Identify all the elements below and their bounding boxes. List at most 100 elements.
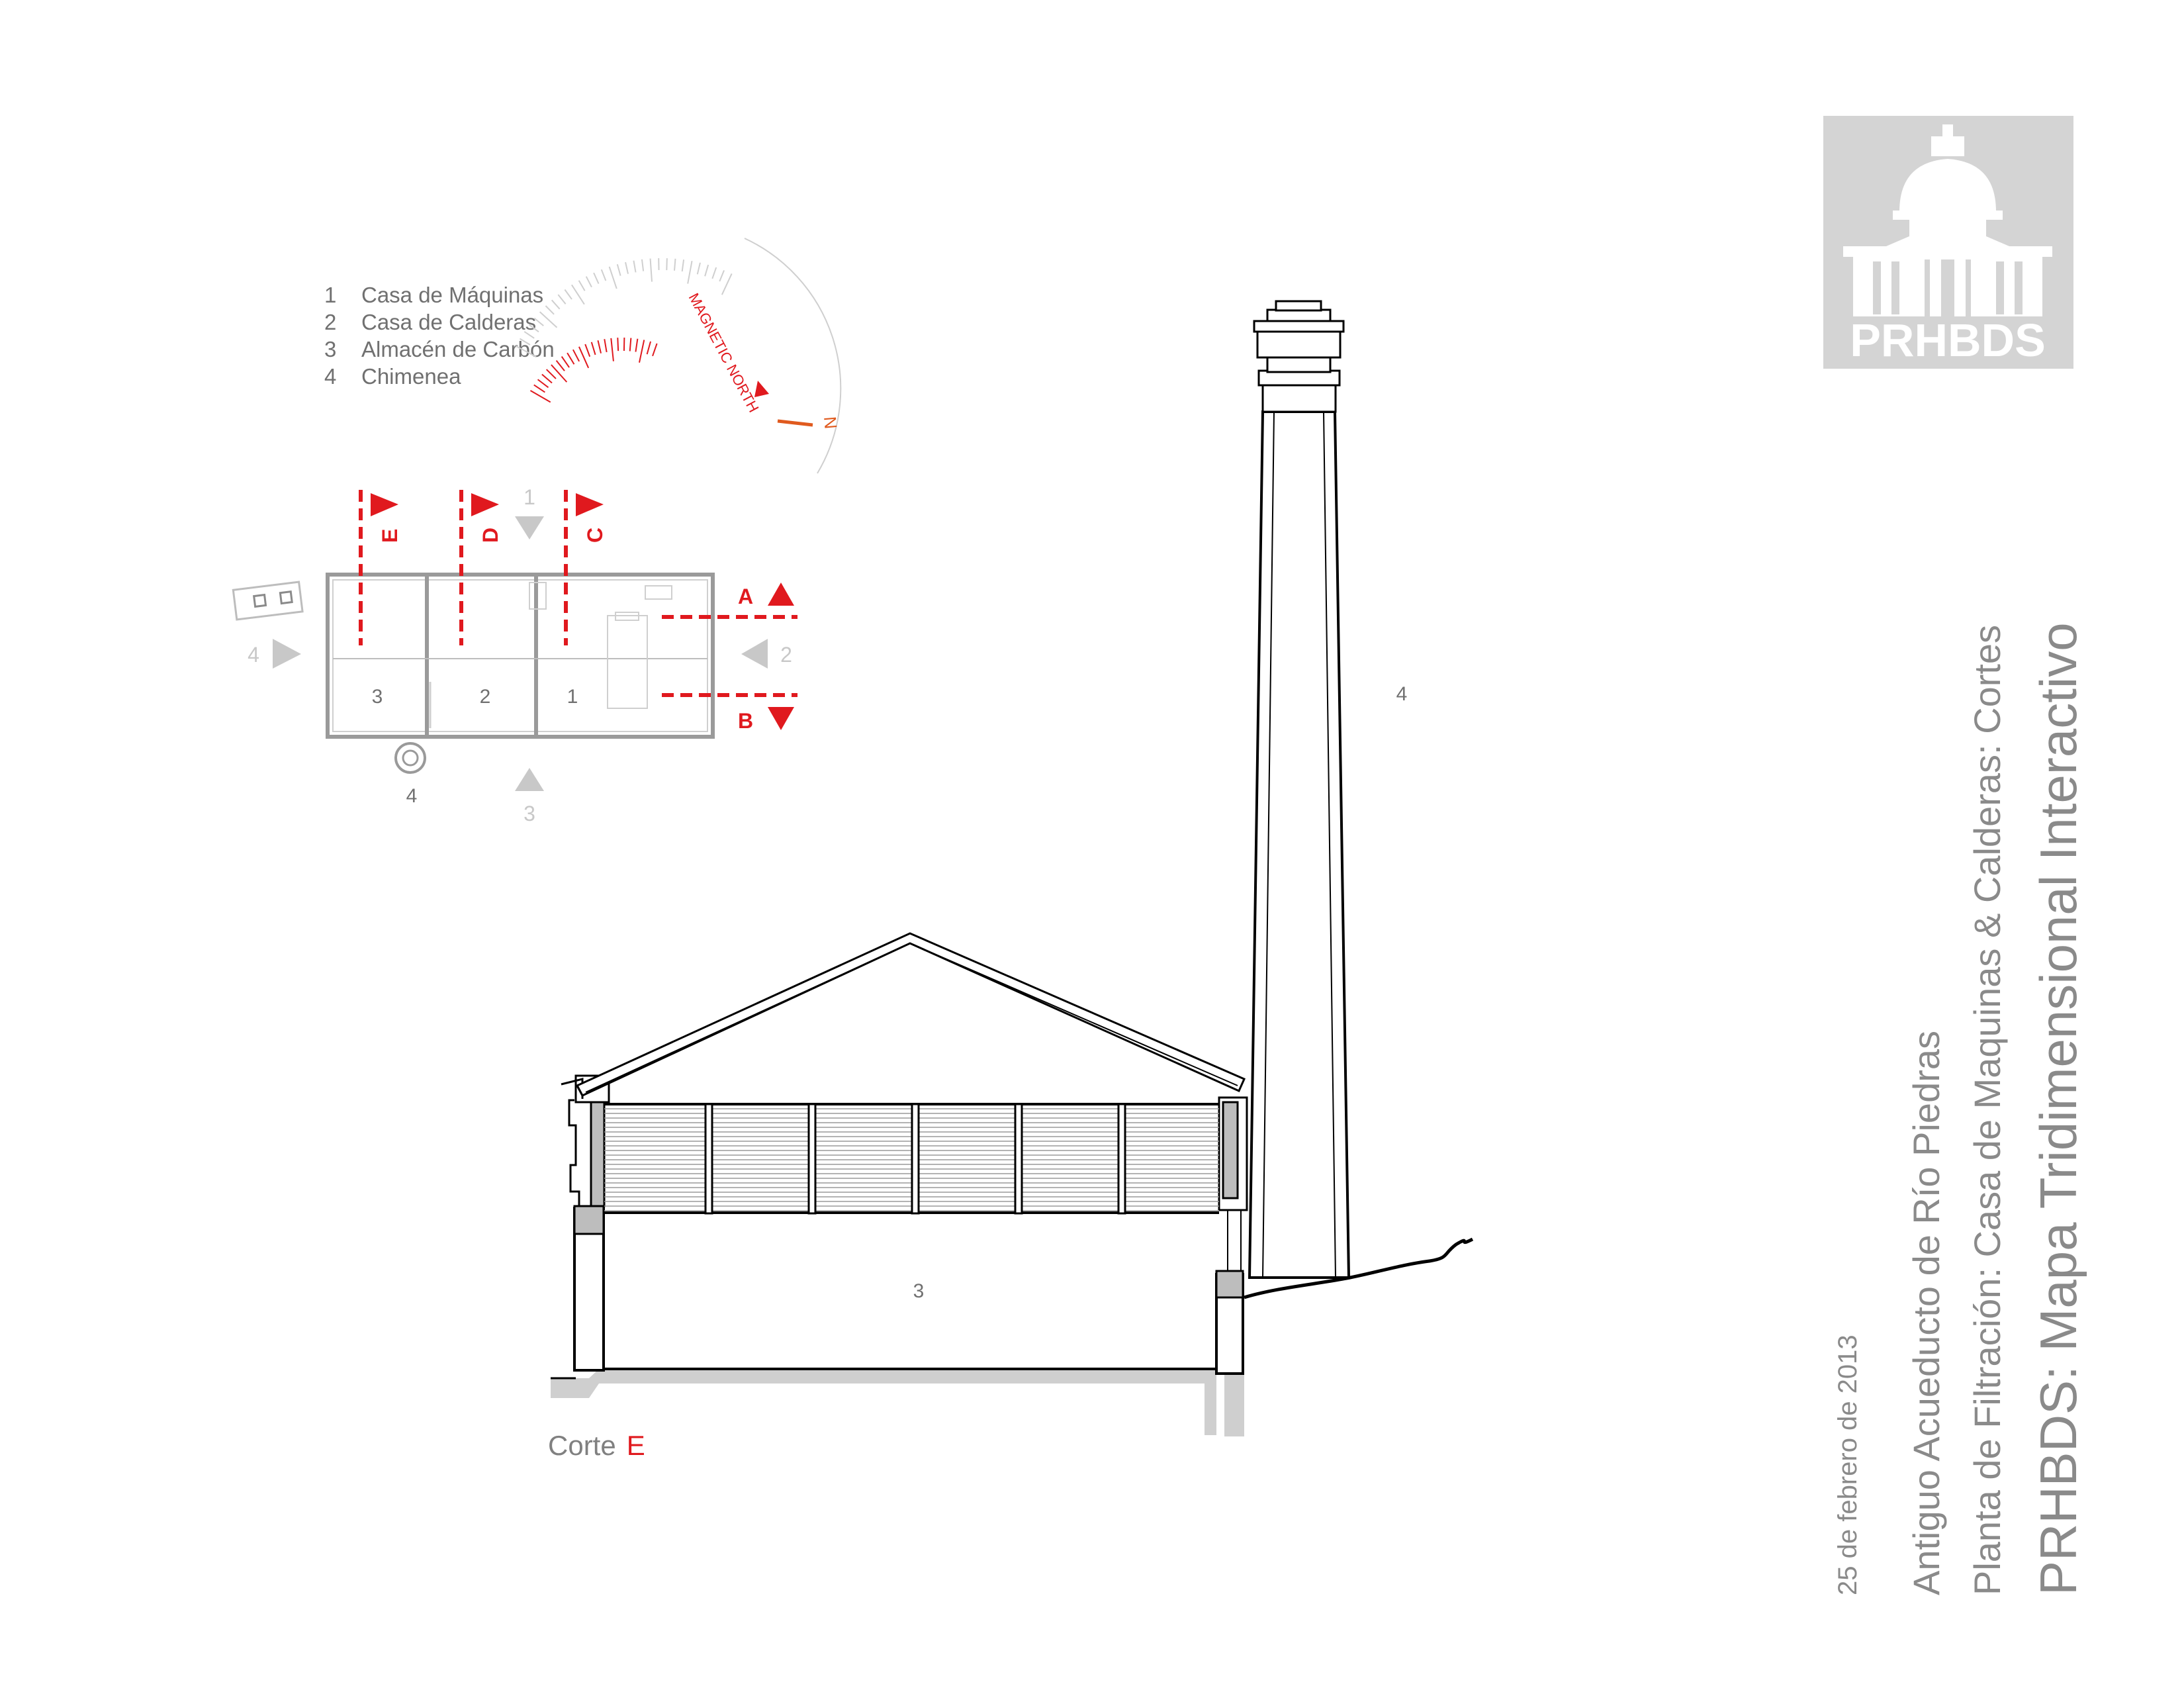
- outbuilding: [232, 581, 304, 621]
- compass-tick-magnetic: [555, 359, 565, 371]
- compass-tick: [608, 266, 617, 289]
- svg-text:C: C: [583, 528, 607, 543]
- section-marker-d: D: [471, 493, 502, 543]
- svg-text:2: 2: [780, 643, 792, 667]
- compass-tick: [600, 269, 607, 281]
- key-plan: 3 2 1 4 E D C A B: [232, 485, 797, 825]
- compass-arc: [744, 238, 842, 474]
- compass-tick: [564, 289, 572, 300]
- legend-label: Casa de Máquinas: [361, 283, 544, 307]
- compass-tick: [625, 261, 629, 274]
- truss-post: [911, 1103, 920, 1215]
- compass-ticks: [515, 258, 733, 403]
- terrain-line: [1244, 1237, 1474, 1299]
- compass-tick: [523, 331, 535, 339]
- section-drawing: 3 4: [551, 300, 1474, 1436]
- truss-posts: [704, 1103, 1126, 1215]
- title-date: 25 de febrero de 2013: [1833, 1335, 1862, 1595]
- svg-text:B: B: [738, 709, 753, 733]
- compass-tick: [681, 259, 685, 272]
- svg-text:A: A: [738, 585, 753, 608]
- compass-tick-magnetic: [610, 338, 614, 361]
- legend-num: 2: [324, 310, 337, 334]
- legend-item: 1 Casa de Máquinas: [324, 281, 555, 308]
- compass-tick: [704, 264, 709, 277]
- compass-tick: [696, 262, 701, 275]
- svg-text:1: 1: [523, 485, 535, 509]
- svg-text:3: 3: [523, 802, 535, 825]
- compass-tick-magnetic: [567, 352, 575, 365]
- compass-tick: [721, 273, 733, 295]
- legend-label: Casa de Calderas: [361, 310, 537, 334]
- compass-tick: [687, 261, 693, 284]
- section-marker-c: C: [576, 493, 607, 543]
- compass-tick-magnetic: [572, 349, 580, 362]
- compass-tick: [641, 259, 645, 271]
- logo-text: PRHBDS: [1850, 314, 2046, 366]
- compass-tick-magnetic: [617, 338, 619, 352]
- legend-num: 3: [324, 337, 337, 361]
- compass-tick: [585, 276, 592, 288]
- svg-text:D: D: [478, 528, 502, 543]
- compass-tick: [519, 338, 531, 346]
- compass-tick: [551, 299, 561, 310]
- ground-slab: [551, 1369, 1216, 1435]
- compass-tick-magnetic: [584, 344, 591, 357]
- title-line-3: PRHBDS: Mapa Tridimensional Interactivo: [2029, 622, 2087, 1595]
- compass-tick: [666, 258, 668, 271]
- compass-tick-magnetic: [604, 339, 608, 353]
- legend-num: 1: [324, 283, 337, 307]
- view-arrow-4: 4: [248, 639, 301, 669]
- compass-tick-magnetic: [635, 338, 639, 352]
- compass-tick: [528, 324, 539, 333]
- compass-tick-magnetic: [590, 342, 596, 355]
- view-arrow-2: 2: [741, 639, 792, 669]
- section-caption-letter: E: [626, 1430, 645, 1461]
- section-marker-b: B: [738, 707, 794, 733]
- compass-tick-magnetic: [639, 340, 645, 363]
- chimney: [1248, 300, 1351, 1279]
- compass-tick-magnetic: [652, 343, 658, 357]
- plan-chimney-label: 4: [406, 785, 418, 807]
- compass-magnetic-label: MAGNETIC NORTH: [686, 291, 762, 415]
- plan-room-label: 2: [480, 686, 491, 708]
- compass-tick: [674, 258, 676, 271]
- compass-tick-magnetic: [533, 384, 545, 393]
- compass-tick: [616, 263, 621, 276]
- plan-room-label: 3: [372, 686, 383, 708]
- truss-post: [1014, 1103, 1023, 1215]
- truss-post: [704, 1103, 713, 1215]
- compass: MAGNETIC NORTH N: [515, 238, 842, 474]
- truss-post: [1117, 1103, 1126, 1215]
- legend-num: 4: [324, 364, 337, 389]
- section-cut-lines: [359, 490, 797, 697]
- compass-tick: [719, 269, 725, 282]
- compass-tick: [571, 284, 585, 305]
- compass-north-label: N: [820, 416, 841, 430]
- compass-tick-magnetic: [551, 364, 568, 383]
- compass-tick: [711, 267, 717, 279]
- section-caption-prefix: Corte: [548, 1430, 616, 1461]
- svg-text:E: E: [378, 529, 402, 543]
- true-north-needle: [777, 419, 813, 427]
- magnetic-north-arrow: [754, 381, 769, 397]
- svg-text:4: 4: [248, 643, 259, 667]
- compass-tick: [649, 258, 653, 282]
- section-caption: Corte E: [548, 1430, 645, 1462]
- compass-tick: [515, 345, 537, 357]
- section-room-label: 3: [913, 1280, 925, 1302]
- compass-tick: [539, 311, 558, 328]
- plan-outline: [326, 573, 715, 739]
- plan-room-label: 1: [567, 686, 578, 708]
- compass-tick-magnetic: [646, 341, 651, 355]
- legend-item: 2 Casa de Calderas: [324, 308, 555, 336]
- plan-engine-base: [607, 615, 648, 709]
- title-line-2: Planta de Filtración: Casa de Maquinas &…: [1966, 624, 2008, 1595]
- compass-tick-magnetic: [597, 340, 602, 353]
- compass-tick: [593, 272, 600, 284]
- compass-tick-magnetic: [561, 356, 570, 368]
- section-chimney-label: 4: [1396, 683, 1408, 705]
- compass-tick-magnetic: [578, 346, 590, 369]
